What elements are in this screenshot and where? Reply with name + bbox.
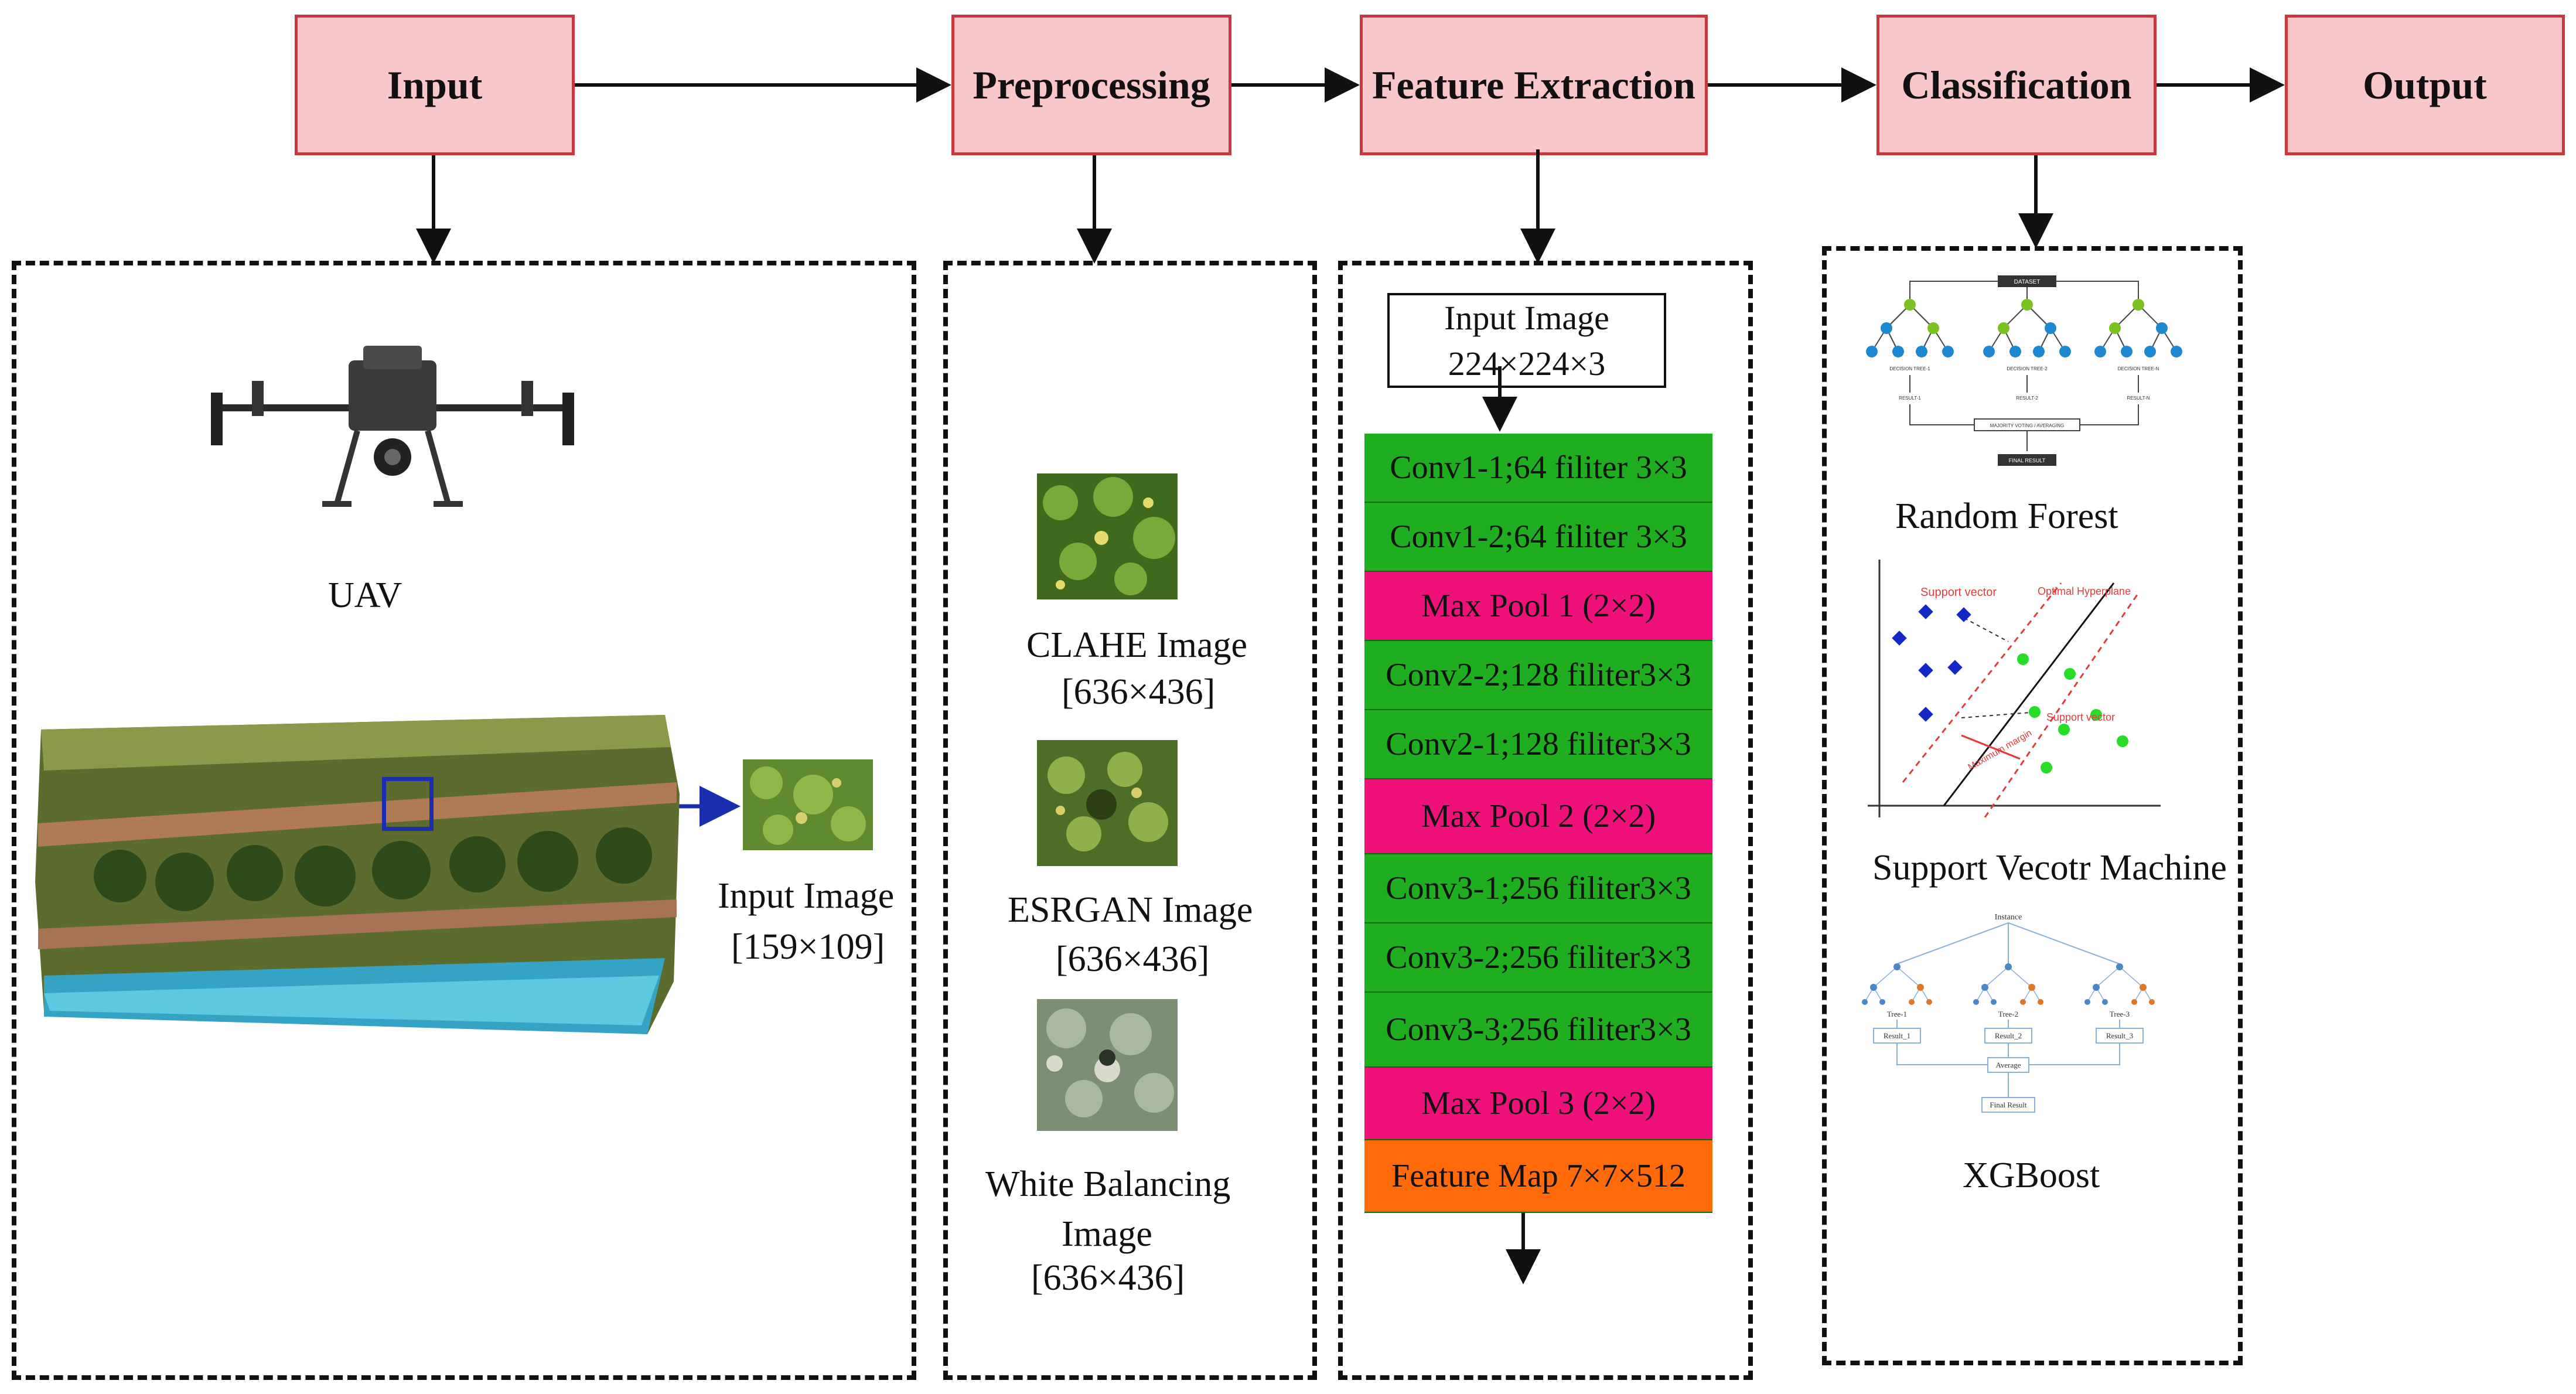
layer-feature-map: Feature Map 7×7×512 [1364, 1140, 1712, 1213]
layer-label: Conv2-1;128 filiter3×3 [1386, 726, 1691, 762]
white-balancing-label-line2: Image [1062, 1214, 1152, 1254]
layer-label: Conv2-2;128 filiter3×3 [1386, 657, 1691, 693]
stage-output: Output [2285, 15, 2565, 155]
layer-label: Feature Map 7×7×512 [1391, 1158, 1686, 1194]
rf-voting-label: MAJORITY VOTING / AVERAGING [1990, 423, 2064, 428]
xgb-instance-label: Instance [1995, 913, 2022, 922]
svm-diagram: Support vector Optimal Hyperplane Suppor… [1868, 560, 2161, 817]
input-image-crop [743, 759, 873, 850]
stage-preprocessing: Preprocessing [951, 15, 1231, 155]
rf-result-label: RESULT-N [2127, 396, 2150, 401]
stage-preprocessing-label: Preprocessing [973, 62, 1210, 107]
xgb-result-label: Result_2 [1995, 1031, 2022, 1040]
svm-label: Support Vecotr Machine [1872, 848, 2227, 888]
input-image-size: [159×109] [731, 927, 885, 967]
layer-label: Max Pool 2 (2×2) [1421, 798, 1656, 834]
esrgan-image [1037, 740, 1178, 866]
xgboost-label: XGBoost [1963, 1156, 2100, 1195]
panel-input [12, 261, 916, 1380]
xgb-final-label: Final Result [1990, 1100, 2027, 1109]
rf-dataset-label: DATASET [2014, 279, 2041, 285]
rf-result-label: RESULT-1 [1899, 396, 1921, 401]
vgg-input-image-dims: 224×224×3 [1448, 345, 1606, 383]
white-balancing-label-line1: White Balancing [985, 1164, 1231, 1204]
vgg-input-image-title: Input Image [1444, 299, 1609, 337]
xgb-tree-label: Tree-1 [1887, 1010, 1907, 1018]
layer-label: Conv1-1;64 filiter 3×3 [1390, 449, 1687, 486]
stage-input-label: Input [387, 62, 483, 107]
vgg-input-image-box: Input Image 224×224×3 [1387, 293, 1666, 388]
layer-label: Conv1-2;64 filiter 3×3 [1390, 519, 1687, 555]
layer-conv1-2: Conv1-2;64 filiter 3×3 [1364, 503, 1712, 572]
layer-label: Conv3-1;256 filiter3×3 [1386, 870, 1691, 906]
layer-label: Conv3-2;256 filiter3×3 [1386, 939, 1691, 976]
random-forest-label: Random Forest [1895, 496, 2118, 536]
esrgan-size: [636×436] [1056, 939, 1210, 979]
layer-max-pool-1: Max Pool 1 (2×2) [1364, 572, 1712, 641]
stage-classification: Classification [1876, 15, 2157, 155]
xgb-result-label: Result_3 [2106, 1031, 2133, 1040]
white-balancing-image [1037, 999, 1178, 1131]
layer-conv2-1: Conv2-1;128 filiter3×3 [1364, 710, 1712, 779]
stage-classification-label: Classification [1901, 62, 2132, 107]
layer-max-pool-3: Max Pool 3 (2×2) [1364, 1068, 1712, 1140]
rf-tree-label: DECISION TREE-2 [2007, 366, 2048, 371]
xgb-result-label: Result_1 [1884, 1031, 1910, 1040]
layer-conv3-2: Conv3-2;256 filiter3×3 [1364, 923, 1712, 993]
layer-label: Max Pool 1 (2×2) [1421, 588, 1656, 624]
rf-final-label: FINAL RESULT [2009, 458, 2046, 463]
xgb-average-label: Average [1995, 1061, 2021, 1069]
layer-max-pool-2: Max Pool 2 (2×2) [1364, 779, 1712, 854]
xgb-tree-label: Tree-3 [2110, 1010, 2130, 1018]
layer-label: Max Pool 3 (2×2) [1421, 1085, 1656, 1122]
layer-conv3-1: Conv3-1;256 filiter3×3 [1364, 854, 1712, 923]
panel-preprocessing [943, 261, 1317, 1380]
layer-conv1-1: Conv1-1;64 filiter 3×3 [1364, 434, 1712, 503]
rf-tree-label: DECISION TREE-1 [1889, 366, 1930, 371]
svm-margin-label: Maximum margin [1967, 728, 2034, 772]
stage-output-label: Output [2363, 62, 2487, 107]
random-forest-diagram: DATASET DECISION TREE-1 DECISION TREE-2 … [1866, 275, 2182, 466]
uav-drone-icon [211, 346, 574, 507]
esrgan-label: ESRGAN Image [1008, 890, 1253, 930]
layer-conv3-3: Conv3-3;256 filiter3×3 [1364, 993, 1712, 1068]
xgboost-diagram: Instance Tree-1 Tree-2 Tree-3 Resu [1862, 913, 2155, 1113]
aerial-orthomosaic-image [35, 715, 680, 1034]
rf-result-label: RESULT-2 [2016, 396, 2038, 401]
clahe-image [1037, 473, 1178, 599]
stage-feature-extraction-label: Feature Extraction [1371, 62, 1696, 107]
input-image-label: Input Image [718, 876, 895, 916]
crop-selection-box [382, 777, 434, 831]
panel-classification [1822, 246, 2243, 1365]
stage-input: Input [295, 15, 575, 155]
stage-feature-extraction: Feature Extraction [1360, 15, 1708, 155]
svm-support-vector-label: Support vector [1920, 586, 1997, 599]
layer-label: Conv3-3;256 filiter3×3 [1386, 1011, 1691, 1048]
layer-conv2-2: Conv2-2;128 filiter3×3 [1364, 641, 1712, 710]
clahe-label: CLAHE Image [1026, 625, 1248, 665]
rf-tree-label: DECISION TREE-N [2118, 366, 2159, 371]
white-balancing-size: [636×436] [1031, 1258, 1185, 1298]
xgb-tree-label: Tree-2 [1998, 1010, 2018, 1018]
uav-label: UAV [328, 575, 402, 615]
clahe-size: [636×436] [1062, 672, 1216, 712]
svm-hyperplane-label: Optimal Hyperplane [2038, 585, 2131, 597]
svm-support-vector-label-2: Support vector [2046, 711, 2115, 723]
